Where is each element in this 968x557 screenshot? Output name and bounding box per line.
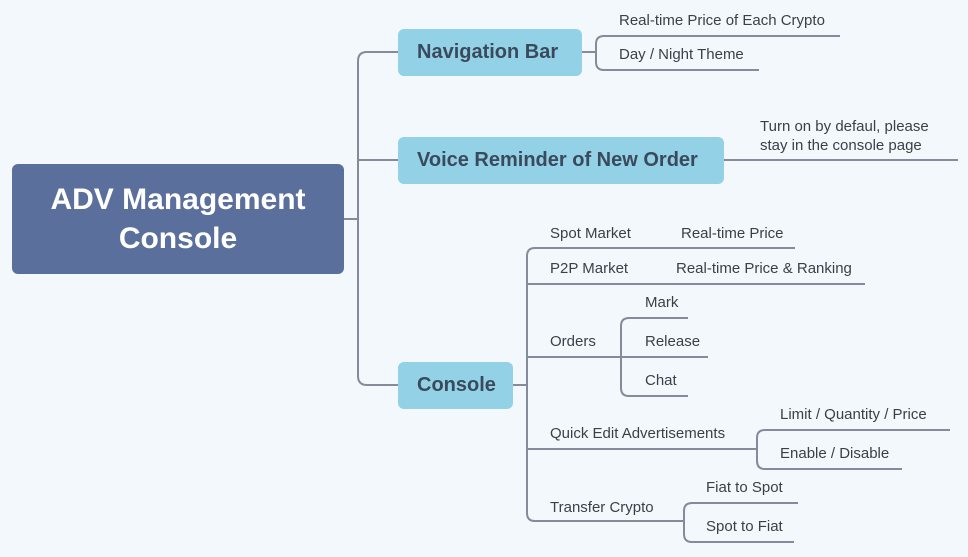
connector-console — [513, 247, 865, 522]
connector-orders — [620, 317, 708, 397]
console-title: Console — [417, 374, 496, 396]
voice-note-line1[interactable]: Turn on by defaul, please — [760, 118, 929, 135]
navigation-bar-node[interactable]: Navigation Bar — [398, 29, 582, 76]
orders-child-release[interactable]: Release — [645, 333, 701, 350]
transfer-child-spot-to-fiat[interactable]: Spot to Fiat — [706, 518, 783, 535]
transfer-child-fiat-to-spot[interactable]: Fiat to Spot — [706, 479, 783, 496]
voice-note-line2[interactable]: stay in the console page — [760, 137, 922, 154]
p2p-market-label[interactable]: P2P Market — [550, 260, 629, 277]
orders-child-mark[interactable]: Mark — [645, 294, 679, 311]
spot-market-label[interactable]: Spot Market — [550, 225, 631, 242]
quick-edit-child-limit[interactable]: Limit / Quantity / Price — [780, 406, 927, 423]
navigation-bar-title: Navigation Bar — [417, 41, 559, 63]
connector-quick-edit — [756, 429, 950, 470]
transfer-crypto-label[interactable]: Transfer Crypto — [550, 499, 654, 516]
nav-child-realtime-price[interactable]: Real-time Price of Each Crypto — [619, 12, 825, 29]
quick-edit-child-enable[interactable]: Enable / Disable — [780, 445, 890, 462]
p2p-market-child[interactable]: Real-time Price & Ranking — [676, 260, 852, 277]
voice-reminder-title: Voice Reminder of New Order — [417, 149, 698, 171]
connector-nav — [582, 35, 840, 71]
root-title-line1: ADV Management — [50, 183, 306, 216]
root-title-line2: Console — [118, 222, 238, 255]
connector-transfer — [683, 502, 798, 543]
console-node[interactable]: Console — [398, 362, 513, 409]
root-node[interactable]: ADV Management Console — [12, 164, 344, 274]
voice-reminder-node[interactable]: Voice Reminder of New Order — [398, 137, 724, 184]
connector-trunk — [357, 51, 398, 386]
orders-label[interactable]: Orders — [550, 333, 596, 350]
quick-edit-label[interactable]: Quick Edit Advertisements — [550, 425, 726, 442]
orders-child-chat[interactable]: Chat — [645, 372, 677, 389]
spot-market-child[interactable]: Real-time Price — [681, 225, 784, 242]
nav-child-theme[interactable]: Day / Night Theme — [619, 46, 744, 63]
